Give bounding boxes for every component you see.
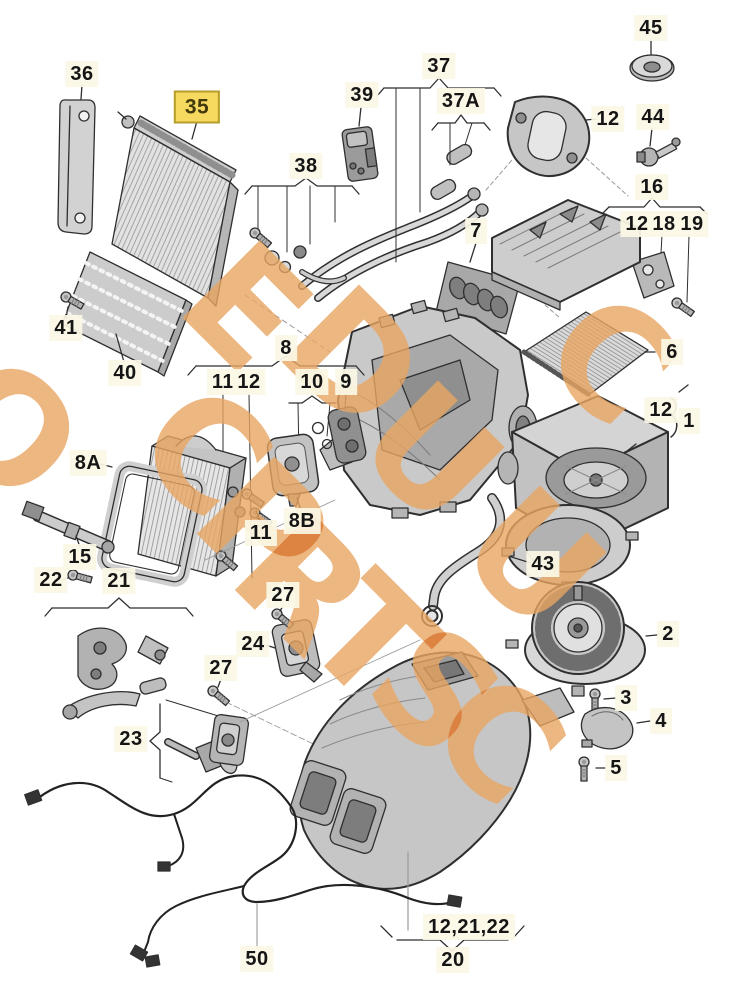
part-label-12-6: 12 xyxy=(591,106,625,132)
part-label-23-33: 23 xyxy=(114,726,148,752)
dash-2 xyxy=(645,634,658,637)
part-label-7-13: 7 xyxy=(465,218,487,244)
part-label-19-11: 19 xyxy=(675,211,709,237)
brace-23 xyxy=(149,703,161,779)
part-39-valve-block xyxy=(341,106,379,182)
part-label-8-17: 8 xyxy=(275,335,297,361)
part-label-6-14: 6 xyxy=(661,339,683,365)
part-label-45-5: 45 xyxy=(634,15,668,41)
part-label-27-30: 27 xyxy=(266,582,300,608)
part-label-39-2: 39 xyxy=(345,82,379,108)
part-label-21-29: 21 xyxy=(102,568,136,594)
part-44-valve xyxy=(636,127,681,167)
dash-3 xyxy=(603,697,617,700)
part-label-12-21-22-40: 12,21,22 xyxy=(423,914,515,940)
part-center-housing xyxy=(319,299,538,519)
part-3-screw xyxy=(589,688,617,714)
part-label-3-36: 3 xyxy=(615,685,637,711)
part-label-8B-25: 8B xyxy=(283,508,321,534)
part-2-blower-motor xyxy=(505,581,658,697)
part-label-1-23: 1 xyxy=(678,408,700,434)
part-label-12-19: 12 xyxy=(232,369,266,395)
part-label-11-26: 11 xyxy=(244,520,278,546)
part-label-40-16: 40 xyxy=(108,360,142,386)
leader-9 xyxy=(344,393,347,409)
part-label-2-35: 2 xyxy=(657,621,679,647)
group-21-linkage xyxy=(44,597,194,720)
part-50-wiring-harness xyxy=(24,774,463,968)
part-label-12-22: 12 xyxy=(644,397,678,423)
part-43-drain-hose xyxy=(421,493,532,627)
leader-39 xyxy=(358,106,362,127)
part-label-18-10: 18 xyxy=(647,211,681,237)
leader-36 xyxy=(80,84,83,100)
part-label-4-37: 4 xyxy=(650,708,672,734)
part-12-sealing-flange xyxy=(506,95,629,197)
part-label-35-1: 35 xyxy=(173,90,221,124)
part-label-44-7: 44 xyxy=(636,104,670,130)
part-label-15-27: 15 xyxy=(63,544,97,570)
part-label-5-38: 5 xyxy=(605,755,627,781)
part-label-9-21: 9 xyxy=(335,369,357,395)
dash-4 xyxy=(636,720,651,724)
part-label-8A-24: 8A xyxy=(69,450,107,476)
part-label-20-41: 20 xyxy=(436,947,470,973)
part-filter-cover-housing xyxy=(491,199,641,319)
part-24-actuator xyxy=(265,605,323,683)
part-4-cover xyxy=(580,707,651,750)
bracket-21 xyxy=(51,597,187,609)
part-label-16-8: 16 xyxy=(635,174,669,200)
part-label-27-32: 27 xyxy=(204,655,238,681)
leader-35 xyxy=(191,120,198,140)
group-23-parts xyxy=(149,639,421,783)
part-label-38-12: 38 xyxy=(289,153,323,179)
part-label-50-39: 50 xyxy=(240,946,274,972)
part-5-screw xyxy=(578,756,606,782)
part-10-seal xyxy=(321,438,333,450)
part-1-housing-box xyxy=(497,384,689,549)
part-label-43-34: 43 xyxy=(526,551,560,577)
part-15-pipe xyxy=(21,500,115,554)
part-label-37-3: 37 xyxy=(422,53,456,79)
part-40-perforated-plate xyxy=(61,251,193,377)
part-label-36-0: 36 xyxy=(65,61,99,87)
part-label-24-31: 24 xyxy=(236,631,270,657)
part-45-grommet xyxy=(629,39,675,82)
part-label-41-15: 41 xyxy=(49,315,83,341)
leader-44 xyxy=(649,127,653,147)
leader-7 xyxy=(469,242,477,263)
group-8-heater-core xyxy=(96,355,367,587)
part-label-22-28: 22 xyxy=(34,567,68,593)
bracket-37A xyxy=(437,114,485,124)
part-36-mounting-strip xyxy=(57,84,96,235)
part-35-evaporator xyxy=(111,111,331,353)
part-label-10-20: 10 xyxy=(295,369,329,395)
part-10-seal xyxy=(311,421,325,435)
part-label-37A-4: 37A xyxy=(436,88,486,114)
leader-40 xyxy=(115,333,125,363)
